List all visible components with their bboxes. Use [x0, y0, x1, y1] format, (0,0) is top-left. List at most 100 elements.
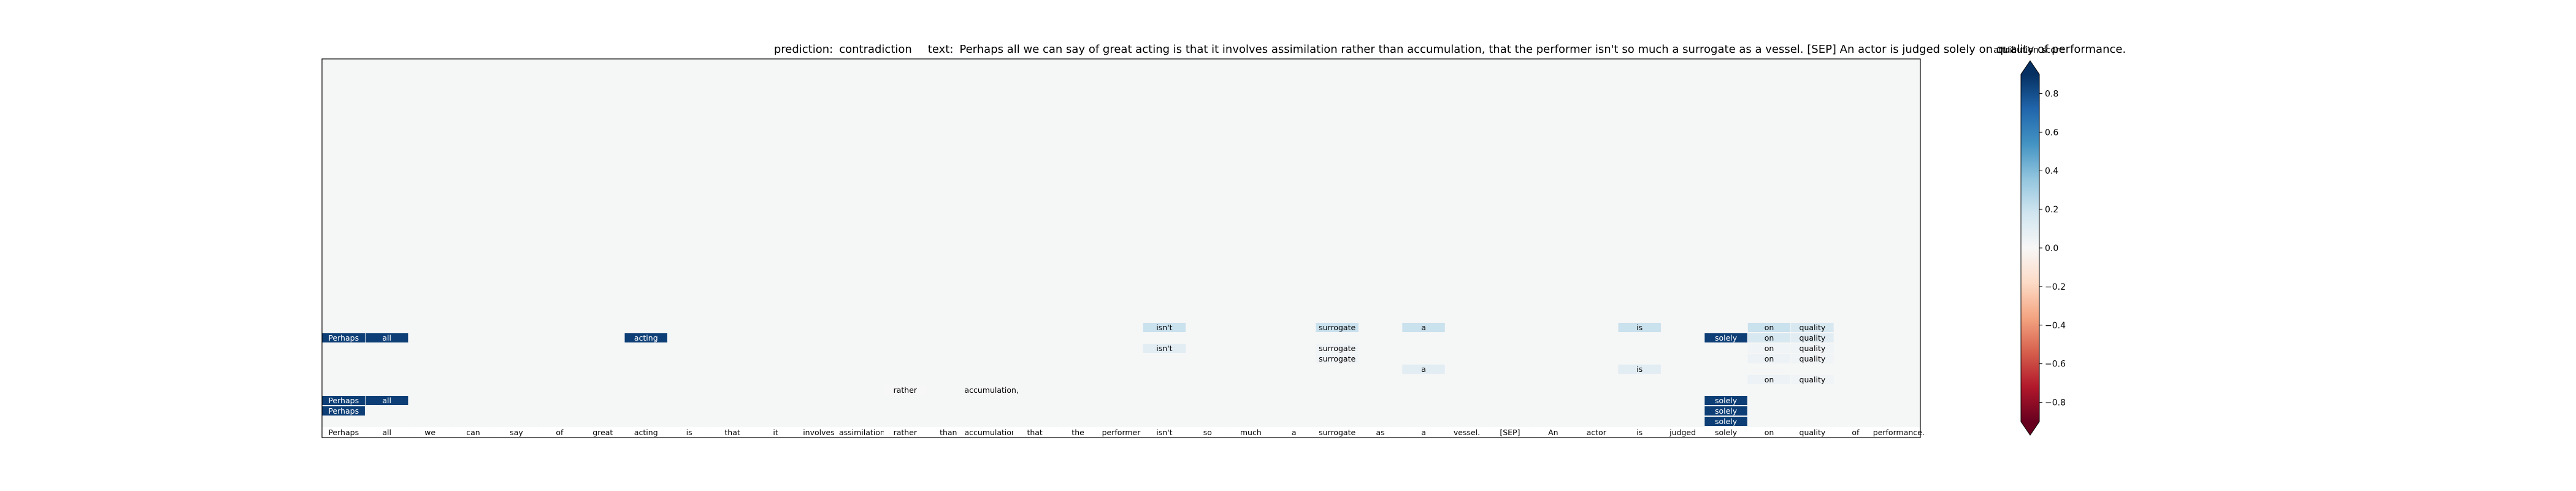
token-cell [754, 427, 797, 438]
token-label: surrogate [1319, 428, 1355, 437]
cell-label: on [1765, 344, 1774, 353]
token-label: than [940, 428, 957, 437]
cell-label: isn't [1156, 323, 1172, 332]
token-cell [710, 427, 754, 438]
token-label: a [1421, 428, 1426, 437]
token-label: An [1548, 428, 1558, 437]
colorbar-extend-top [2021, 61, 2039, 74]
cell-label: quality [1800, 354, 1826, 363]
heatmap-cell [1747, 354, 1791, 363]
token-cell [1877, 427, 1920, 438]
token-cell [1272, 427, 1316, 438]
token-cell [1747, 427, 1791, 438]
cell-label: quality [1800, 344, 1826, 353]
token-label: vessel. [1454, 428, 1480, 437]
token-cell [1056, 427, 1100, 438]
cell-label: surrogate [1319, 344, 1355, 353]
token-label: all [382, 428, 391, 437]
token-label: Perhaps [328, 428, 359, 437]
heatmap-cell [1143, 344, 1186, 353]
token-label: involves [803, 428, 835, 437]
token-cell [365, 427, 408, 438]
token-cell [1488, 427, 1532, 438]
token-cell [1790, 427, 1834, 438]
colorbar-tick-label: 0.6 [2045, 128, 2058, 137]
cell-label: quality [1800, 333, 1826, 342]
heatmap-cell [1791, 354, 1834, 363]
heatmap-cell [1402, 365, 1445, 374]
token-cell [538, 427, 581, 438]
colorbar-label: attribution score [1993, 45, 2064, 55]
token-cell [1013, 427, 1057, 438]
cell-label: solely [1715, 333, 1738, 342]
text-value: Perhaps all we can say of great acting i… [959, 43, 2126, 56]
token-label: acting [634, 428, 658, 437]
heatmap-cell [1704, 396, 1747, 405]
colorbar-tick-label: −0.6 [2045, 360, 2066, 369]
plot-area [322, 59, 1920, 438]
text-label: text: [928, 43, 954, 56]
token-label: of [556, 428, 564, 437]
cell-label: acting [634, 333, 658, 342]
token-label: great [592, 428, 613, 437]
token-label: it [773, 428, 778, 437]
token-cell [667, 427, 711, 438]
token-cell [840, 427, 884, 438]
heatmap-cell [322, 396, 365, 405]
token-label: a [1292, 428, 1297, 437]
heatmap-cell [1143, 323, 1186, 332]
colorbar-tick-label: 0.4 [2045, 166, 2058, 176]
token-cell [1229, 427, 1273, 438]
heatmap-cell [1618, 323, 1661, 332]
cell-label: on [1765, 323, 1774, 332]
token-label: on [1765, 428, 1774, 437]
cell-label: solely [1715, 417, 1738, 426]
cell-label: Perhaps [328, 396, 359, 405]
heatmap-cell [884, 385, 927, 395]
cell-label: Perhaps [328, 333, 359, 342]
cell-label: on [1765, 375, 1774, 384]
colorbar-body [2021, 74, 2039, 422]
cell-label: Perhaps [328, 406, 359, 416]
token-cell [1315, 427, 1359, 438]
heatmap-cell [365, 396, 408, 405]
cell-label: surrogate [1319, 323, 1355, 332]
heatmap-cell [1747, 344, 1791, 353]
token-label: of [1852, 428, 1860, 437]
token-label: as [1376, 428, 1385, 437]
heatmap-cell [1704, 333, 1747, 342]
token-label: say [510, 428, 523, 437]
cell-label: is [1636, 365, 1643, 374]
plot-frame [321, 58, 1921, 438]
token-label: [SEP] [1500, 428, 1520, 437]
heatmap-cell [1316, 323, 1359, 332]
colorbar-tick-label: −0.4 [2045, 321, 2066, 331]
heatmap-cell [365, 333, 408, 342]
token-cell [1531, 427, 1575, 438]
token-cell [797, 427, 841, 438]
token-label: that [1027, 428, 1042, 437]
heatmap-cell [1791, 333, 1834, 342]
token-label: isn't [1156, 428, 1172, 437]
colorbar-extend-bottom [2021, 422, 2039, 435]
token-label: performance. [1873, 428, 1925, 437]
token-cell [927, 427, 970, 438]
token-label: the [1071, 428, 1084, 437]
token-label: quality [1800, 428, 1826, 437]
cell-label: on [1765, 354, 1774, 363]
token-label: accumulation, [964, 428, 1018, 437]
token-cell [1661, 427, 1704, 438]
colorbar: 0.80.60.40.20.0−0.2−0.4−0.6−0.8 [2020, 60, 2066, 436]
token-cell [1186, 427, 1230, 438]
cell-label: is [1636, 323, 1643, 332]
token-cell [1099, 427, 1143, 438]
token-cell [1617, 427, 1662, 438]
token-label: that [724, 428, 740, 437]
token-cell [624, 427, 668, 438]
cell-label: quality [1800, 323, 1826, 332]
colorbar-tick-label: −0.2 [2045, 282, 2066, 292]
